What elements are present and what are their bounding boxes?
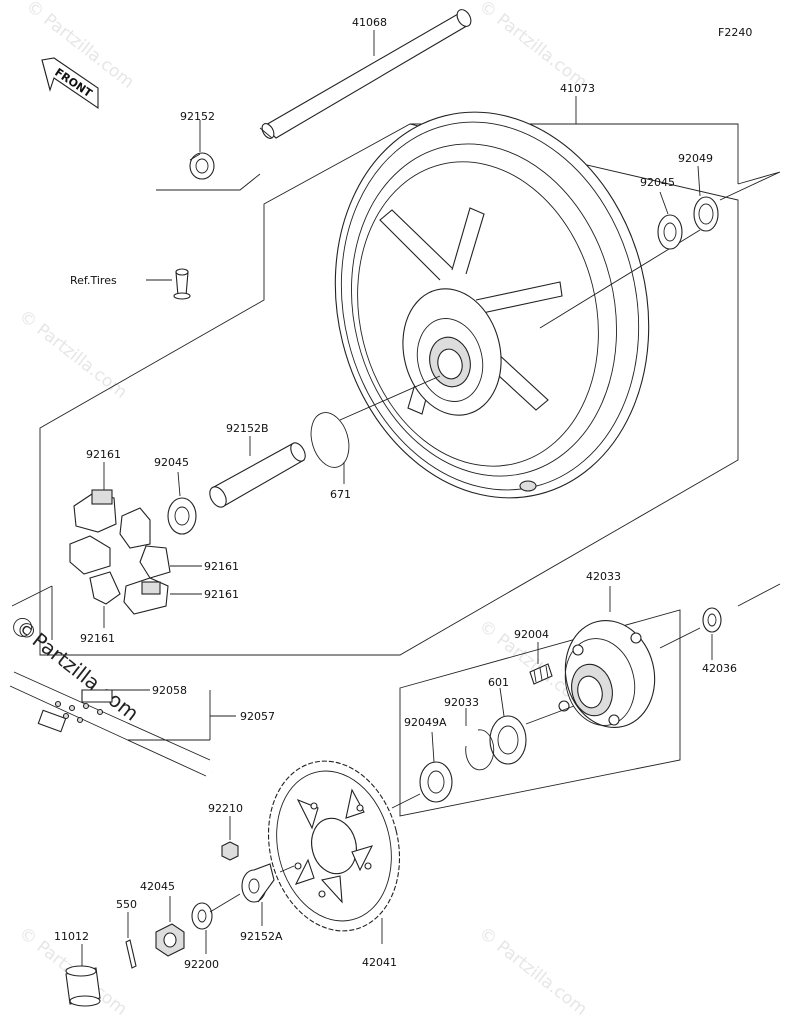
label-42033: 42033 (586, 570, 621, 583)
label-601: 601 (488, 676, 509, 689)
label-42045: 42045 (140, 880, 175, 893)
label-92058: 92058 (152, 684, 187, 697)
damper-92161-2 (119, 507, 151, 549)
damper-92161-4 (89, 571, 169, 615)
label-92004: 92004 (514, 628, 549, 641)
bearing-601 (489, 715, 527, 765)
label-42036: 42036 (702, 662, 737, 675)
nut-92210 (221, 841, 239, 861)
label-41073: 41073 (560, 82, 595, 95)
diagram-code: F2240 (718, 26, 752, 39)
watermark-2: © Partzilla.com (475, 0, 591, 93)
label-92049: 92049 (678, 152, 713, 165)
damper-92161-3 (69, 535, 171, 579)
watermark-6: © Partzilla.com (475, 923, 591, 1020)
rear-wheel (334, 111, 650, 499)
collar-42036 (702, 607, 722, 633)
bearing-92045-mid (167, 497, 197, 535)
castle-nut-42045 (155, 923, 185, 957)
label-550: 550 (116, 898, 137, 911)
label-92200: 92200 (184, 958, 219, 971)
washer-92200 (191, 902, 213, 930)
cap-11012 (65, 965, 101, 1007)
label-92152: 92152 (180, 110, 215, 123)
tire-valve (173, 268, 191, 300)
label-92045-top: 92045 (640, 176, 675, 189)
label-92210: 92210 (208, 802, 243, 815)
seal-92049 (693, 196, 719, 232)
front-arrow-icon: FRONT (41, 57, 99, 110)
collar (189, 152, 215, 180)
label-92045-mid: 92045 (154, 456, 189, 469)
collar-92152b (209, 442, 306, 508)
label-92152a: 92152A (240, 930, 283, 943)
label-92033: 92033 (444, 696, 479, 709)
rear-sprocket (267, 760, 401, 932)
label-ref-tires: Ref.Tires (70, 274, 117, 287)
axle (259, 9, 472, 139)
label-92161-a: 92161 (86, 448, 121, 461)
label-42041: 42041 (362, 956, 397, 969)
label-92057: 92057 (240, 710, 275, 723)
label-92049a: 92049A (404, 716, 447, 729)
watermark-3: © Partzilla.com (15, 306, 131, 403)
o-ring-671 (310, 412, 350, 468)
collar-92152a (241, 863, 275, 903)
label-92161-b: 92161 (204, 560, 239, 573)
seal-92049a (419, 761, 453, 803)
damper-92161-1 (73, 489, 117, 533)
label-41068: 41068 (352, 16, 387, 29)
watermark-main: © Partzilla.com (11, 615, 143, 726)
sprocket-coupling (558, 619, 656, 729)
circlip-92033 (465, 729, 495, 771)
bearing-92045-top (657, 214, 683, 250)
label-92152b: 92152B (226, 422, 269, 435)
stud-92004 (529, 663, 553, 685)
label-92161-d: 92161 (80, 632, 115, 645)
label-92161-c: 92161 (204, 588, 239, 601)
label-11012: 11012 (54, 930, 89, 943)
cotter-pin-550 (125, 939, 137, 969)
label-671: 671 (330, 488, 351, 501)
